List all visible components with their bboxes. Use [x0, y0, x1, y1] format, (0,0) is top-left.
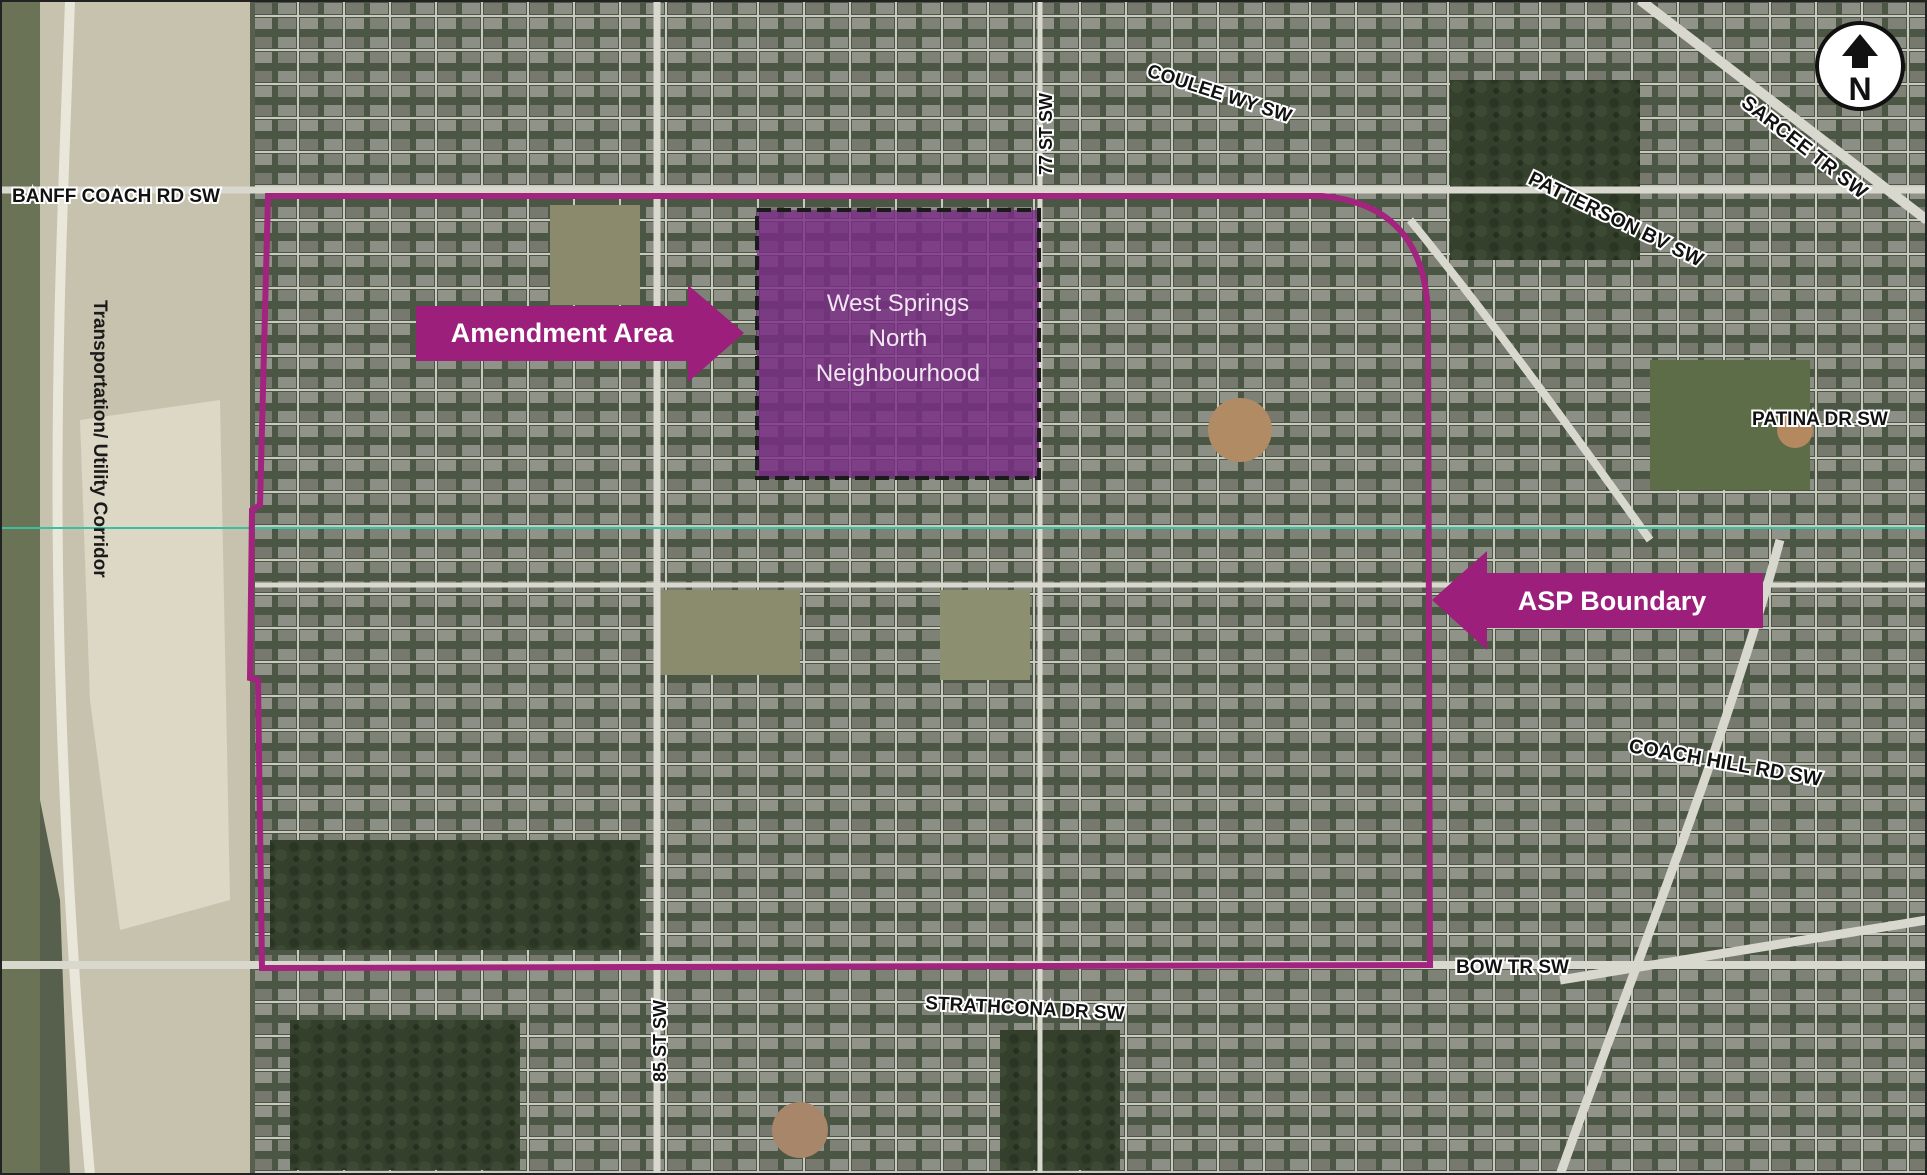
asp-boundary — [246, 193, 1434, 972]
asp-boundary-callout-label: ASP Boundary — [1518, 586, 1707, 616]
sports-field — [1208, 398, 1272, 462]
open-field — [660, 590, 800, 675]
north-arrow-icon: N — [1815, 21, 1905, 111]
amendment-area — [755, 208, 1041, 480]
amendment-area-label-line2: North — [869, 325, 928, 352]
amendment-area-callout-label: Amendment Area — [451, 318, 675, 348]
amendment-area-callout-arrow — [416, 285, 744, 382]
road-label-patina: PATINA DR SW — [1752, 409, 1888, 430]
asp-boundary-callout-arrow — [1432, 551, 1763, 650]
road-label-85-st: 85 ST SW — [650, 1000, 670, 1082]
amendment-area-label-line3: Neighbourhood — [816, 360, 980, 387]
amendment-area-label-line1: West Springs — [827, 290, 969, 317]
green-space — [1450, 80, 1640, 260]
west-grass — [0, 0, 40, 1175]
green-space — [290, 1020, 520, 1170]
corridor-label: Transportation/ Utility Corridor — [89, 300, 110, 578]
sports-field — [772, 1102, 828, 1158]
north-arrow-letter: N — [1848, 71, 1871, 107]
road-label-bow-tr: BOW TR SW — [1456, 957, 1569, 978]
green-space — [270, 840, 640, 950]
green-space — [1000, 1030, 1120, 1170]
road-label-77-st: 77 ST SW — [1036, 93, 1056, 175]
sports-field — [1777, 412, 1813, 448]
open-field — [550, 205, 640, 305]
utility-corridor-track — [52, 0, 95, 1175]
road-label-banff-coach: BANFF COACH RD SW — [12, 186, 220, 207]
open-field — [940, 590, 1030, 680]
utility-corridor-pits — [80, 400, 230, 930]
